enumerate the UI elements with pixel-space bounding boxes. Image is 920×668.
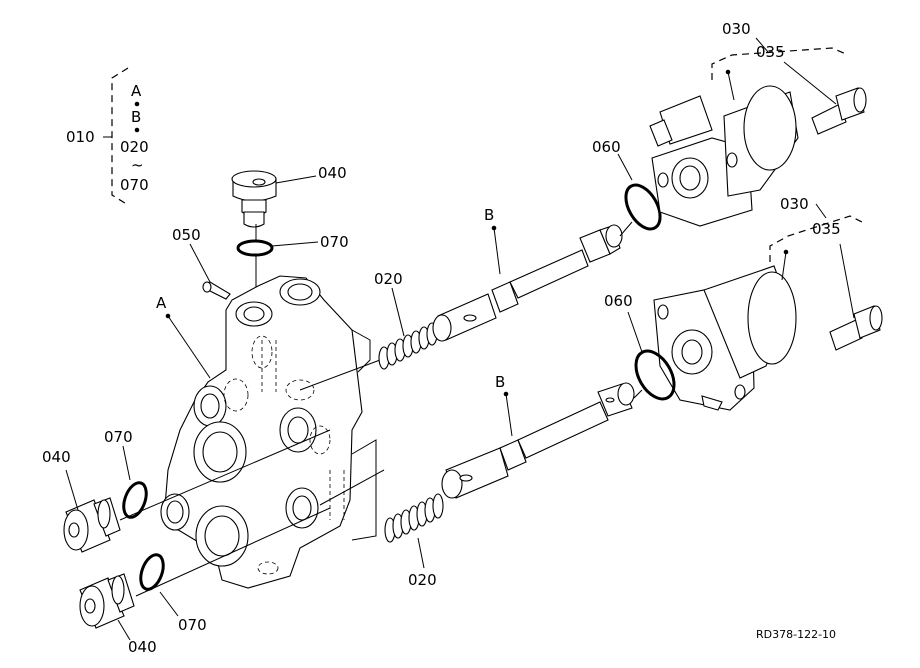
- o-ring-060-top: [624, 183, 662, 231]
- part-label-030-top: 030: [722, 20, 751, 38]
- solenoid-030-top: [649, 85, 799, 227]
- part-label-060-bottom: 060: [604, 292, 633, 310]
- solenoid-030-bottom: [653, 265, 797, 411]
- drawing-code: RD378-122-10: [756, 628, 836, 641]
- bracket-label-tilde: ~: [131, 156, 144, 174]
- part-label-060-top: 060: [592, 138, 621, 156]
- plug-040-left: [63, 497, 121, 553]
- part-label-030-bottom: 030: [780, 195, 809, 213]
- o-ring-070-bottom: [139, 553, 165, 591]
- spool-b-top: [432, 224, 623, 342]
- part-label-a: A: [156, 294, 167, 312]
- bracket-label-020: 020: [120, 138, 149, 156]
- plug-040-top: [231, 170, 277, 228]
- part-label-040-left: 040: [42, 448, 71, 466]
- part-label-070-top: 070: [320, 233, 349, 251]
- valve-body-a: [160, 275, 377, 589]
- o-ring-060-bottom: [634, 349, 676, 401]
- part-label-b-bottom: B: [495, 373, 505, 391]
- part-label-035-top: 035: [756, 43, 785, 61]
- part-label-050: 050: [172, 226, 201, 244]
- part-label-040-bottom: 040: [128, 638, 157, 656]
- plug-040-bottom: [79, 573, 135, 629]
- assembly-010-bracket: [103, 67, 140, 206]
- bolt-035-bottom: [829, 305, 883, 351]
- part-label-020-bottom: 020: [408, 571, 437, 589]
- o-ring-070-top: [236, 239, 274, 257]
- spool-b-bottom: [441, 382, 635, 499]
- spring-020-bottom: [384, 493, 444, 543]
- bracket-label-b: B: [131, 108, 141, 126]
- pin-050: [202, 281, 231, 300]
- bolt-035-top: [811, 87, 867, 135]
- part-label-010: 010: [66, 128, 95, 146]
- part-label-040-top: 040: [318, 164, 347, 182]
- spring-020-top: [378, 322, 438, 370]
- o-ring-070-mid: [122, 481, 148, 519]
- part-label-b-top: B: [484, 206, 494, 224]
- bracket-label-a: A: [131, 82, 142, 100]
- part-label-070-bottom: 070: [178, 616, 207, 634]
- part-label-020-top: 020: [374, 270, 403, 288]
- part-label-035-bottom: 035: [812, 220, 841, 238]
- bracket-label-070: 070: [120, 176, 149, 194]
- part-label-070-mid: 070: [104, 428, 133, 446]
